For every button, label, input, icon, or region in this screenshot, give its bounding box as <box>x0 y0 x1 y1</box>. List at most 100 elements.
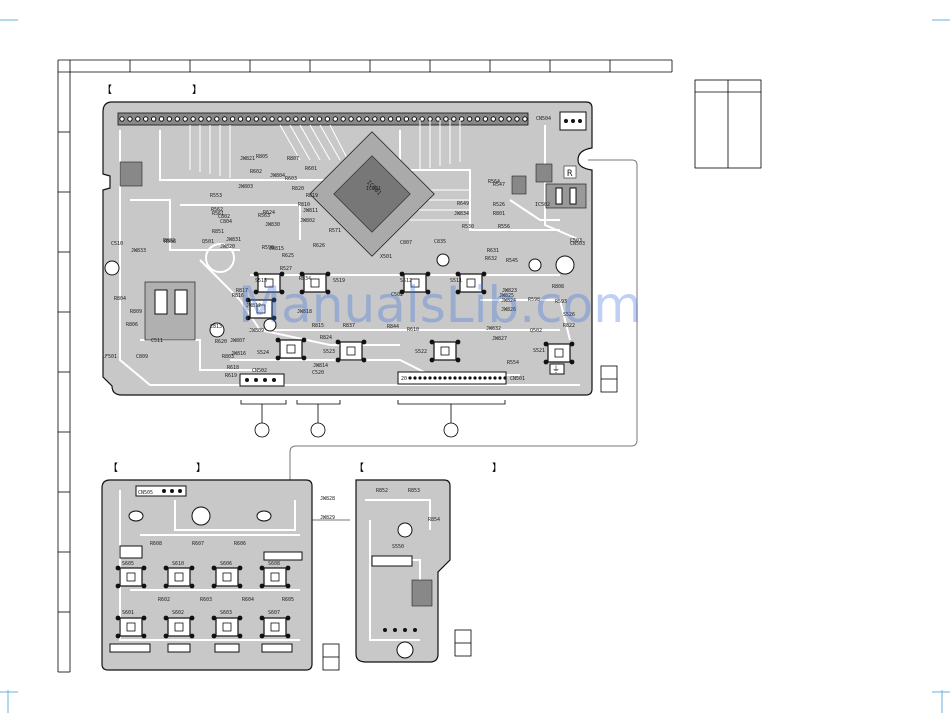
main-title-bracket-right: 】 <box>192 84 202 96</box>
component-label: R851 <box>212 229 224 235</box>
component-label: R564 <box>488 179 500 185</box>
cn501-pin <box>463 376 467 380</box>
component-label: C503 <box>570 238 582 244</box>
page-frame <box>57 59 673 673</box>
component-label: R802 <box>163 238 175 244</box>
component-label: S515 <box>255 278 267 284</box>
component-label: R610 <box>407 327 419 333</box>
component-label: R598 <box>528 297 540 303</box>
header-pin <box>301 116 307 122</box>
cn501-pin-label: 20 <box>401 376 407 382</box>
component-label: S603 <box>220 610 232 616</box>
ground-mark: ⏚ <box>552 365 560 374</box>
component-label: JW832 <box>486 326 501 332</box>
header-pin <box>411 116 417 122</box>
header-pin <box>451 116 457 122</box>
cn501-pin <box>423 376 427 380</box>
component-label: JW823 <box>502 288 517 294</box>
component-label: R563 <box>258 213 270 219</box>
header-pin <box>466 116 473 122</box>
cn501-pin <box>458 376 462 380</box>
component-label: IC501 <box>366 186 381 192</box>
header-pin <box>285 116 291 122</box>
header-pin <box>380 116 386 122</box>
component-label: JW833 <box>131 248 146 254</box>
component-label: R801 <box>493 211 505 217</box>
tact-switch <box>163 615 195 639</box>
component-label: JW821 <box>240 156 255 162</box>
cn501-pin <box>413 376 417 380</box>
component-label: R554 <box>507 360 519 366</box>
cn501-pin <box>478 376 482 380</box>
jog-side-boxes <box>454 629 472 657</box>
header-pin <box>127 116 133 122</box>
component-label: R852 <box>376 488 388 494</box>
component-label: R820 <box>292 186 304 192</box>
cn501-pin <box>408 376 412 380</box>
component-label: R624 <box>263 210 275 216</box>
component-label: R804 <box>114 296 126 302</box>
header-pin <box>498 116 504 122</box>
component-label: R530 <box>462 224 474 230</box>
header-pin <box>190 116 196 122</box>
tact-switch <box>259 615 291 639</box>
component-label: R631 <box>487 248 499 254</box>
component-label: R817 <box>236 288 248 294</box>
tact-switch <box>259 565 291 589</box>
component-label: S521 <box>533 348 545 354</box>
cn504-connector: CN504 <box>536 111 587 131</box>
header-pin <box>482 116 489 122</box>
ic501-chip: IC501 <box>309 131 435 257</box>
component-label: R593 <box>555 299 567 305</box>
component-label: R625 <box>282 253 294 259</box>
component-label: R605 <box>282 597 294 603</box>
component-label: R547 <box>493 182 505 188</box>
tact-switch <box>543 341 575 365</box>
cn501-pin <box>493 376 497 380</box>
header-pin <box>348 116 354 122</box>
cn501-pin <box>438 376 442 380</box>
header-pin <box>214 116 220 122</box>
cn503-label: CN503 <box>570 241 585 247</box>
header-pin <box>387 116 394 122</box>
component-label: R803 <box>222 354 234 360</box>
component-label: R822 <box>563 323 575 329</box>
header-pin <box>372 116 378 122</box>
key-title-bracket-left: 【 <box>108 462 118 474</box>
header-pin <box>119 116 125 122</box>
header-pins <box>119 116 528 122</box>
connector-callouts <box>240 400 506 438</box>
header-pin <box>245 116 252 122</box>
cn501-label: CN501 <box>510 376 525 382</box>
component-label: JW803 <box>238 184 253 190</box>
component-label: LF501 <box>102 354 117 360</box>
header-pin <box>261 116 267 122</box>
cn501-pin <box>453 376 457 380</box>
component-label: JW809 <box>249 328 264 334</box>
left-component-block <box>119 161 143 187</box>
component-label: R626 <box>313 243 325 249</box>
component-label: R545 <box>506 258 518 264</box>
component-label: R590 <box>262 245 274 251</box>
component-label: R807 <box>287 156 299 162</box>
header-pin <box>166 116 173 122</box>
component-label: S522 <box>415 349 427 355</box>
cn501-pin <box>428 376 432 380</box>
component-label: C807 <box>400 240 412 246</box>
component-label: C510 <box>111 241 123 247</box>
header-pin <box>237 116 244 122</box>
tact-switch <box>211 565 243 589</box>
component-label: C813 <box>210 324 222 330</box>
component-label: S607 <box>268 610 280 616</box>
ic502-region: IC502 R CN503 <box>511 163 587 247</box>
component-label: R526 <box>493 202 505 208</box>
jog-title-bracket-left: 【 <box>354 462 364 474</box>
component-label: R854 <box>428 517 440 523</box>
header-pin <box>143 116 149 122</box>
component-label: JW818 <box>297 309 312 315</box>
cn501-pin <box>498 376 502 380</box>
header-pin <box>403 116 410 122</box>
